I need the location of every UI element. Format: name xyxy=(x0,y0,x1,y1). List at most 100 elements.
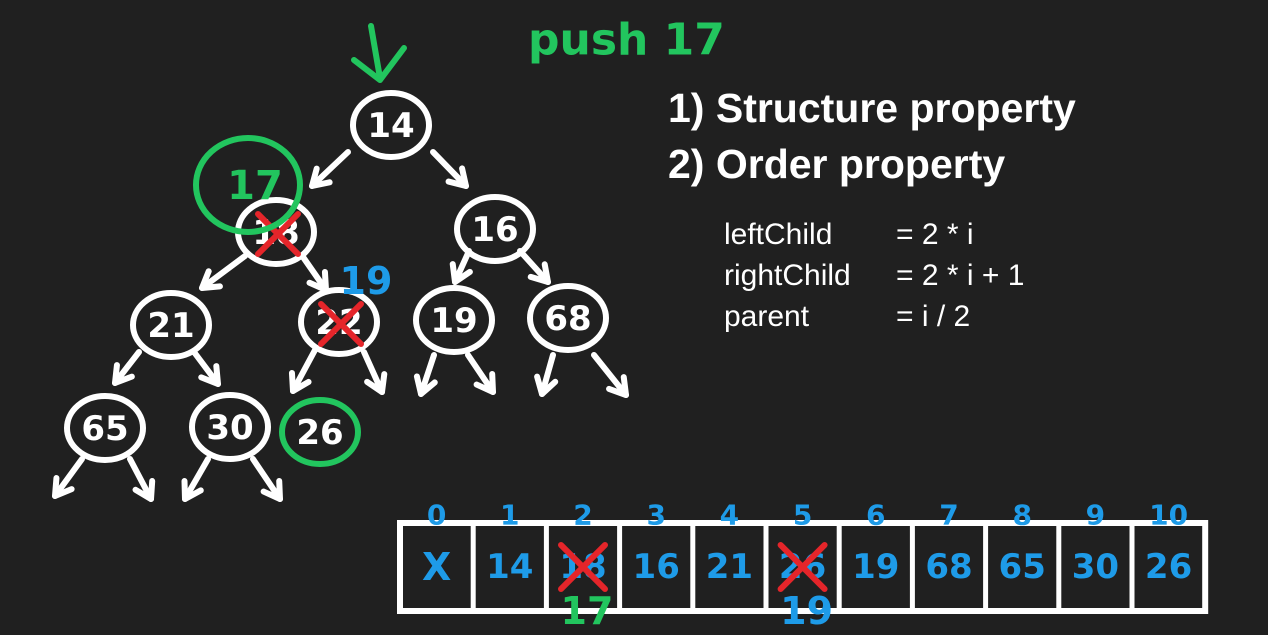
tree-node-circle xyxy=(298,287,380,357)
tree-node-circle xyxy=(527,283,609,353)
tree-node-n68: 68 xyxy=(527,283,609,353)
tree-node-n21: 21 xyxy=(130,290,212,360)
array-index-6: 6 xyxy=(866,499,885,532)
array-cell-value: 30 xyxy=(1072,547,1119,587)
null-child-arrow-1 xyxy=(413,352,438,397)
formula-left-child-name: leftChild xyxy=(724,218,833,251)
formula-right-child-name: rightChild xyxy=(724,259,851,292)
tree-node-circle xyxy=(64,393,146,463)
property-order: 2) Order property xyxy=(668,141,1006,187)
tree-node-cross xyxy=(255,211,301,257)
array-cell-1: 14 xyxy=(486,547,533,587)
tree-node-n22: 2219 xyxy=(298,259,392,357)
array-cell-value: 19 xyxy=(852,547,899,587)
edge-18-22 xyxy=(300,254,329,293)
array-index-9: 9 xyxy=(1086,499,1105,532)
null-child-arrow-7 xyxy=(181,456,211,502)
tree-node-label: 68 xyxy=(544,299,591,339)
null-child-arrow-3 xyxy=(534,352,559,397)
array-cell-value: 65 xyxy=(999,547,1046,587)
array-index-10: 10 xyxy=(1149,499,1188,532)
edge-21-65 xyxy=(112,349,142,386)
array-cell-4: 21 xyxy=(706,547,753,587)
tree-node-circle xyxy=(189,392,271,462)
edge-14-18 xyxy=(309,149,351,189)
array-cell-10: 26 xyxy=(1145,547,1192,587)
array-cell-value: 14 xyxy=(486,547,533,587)
array-cell-value: 21 xyxy=(706,547,753,587)
formula-parent-name: parent xyxy=(724,300,810,333)
array-index-8: 8 xyxy=(1012,499,1031,532)
tree-node-circle xyxy=(279,397,361,467)
tree-node-n18: 1817 xyxy=(193,135,317,267)
tree-node-circle xyxy=(350,90,432,160)
array-cell-value: 68 xyxy=(925,547,972,587)
formula-left-child-expr: = 2 * i xyxy=(896,218,974,251)
tree-node-label: 26 xyxy=(296,413,343,453)
tree-node-label: 21 xyxy=(147,306,194,346)
null-child-arrow-8 xyxy=(250,456,283,502)
index-formulas: leftChild = 2 * i rightChild = 2 * i + 1… xyxy=(724,214,1024,337)
edge-21-30 xyxy=(191,349,221,387)
array-index-1: 1 xyxy=(500,499,519,532)
tree-node-circle xyxy=(130,290,212,360)
null-child-arrow-6 xyxy=(127,456,156,502)
tree-node-circle xyxy=(413,285,495,355)
null-child-arrow-4 xyxy=(591,352,629,398)
tree-node-n16: 16 xyxy=(454,194,536,264)
tree-node-circle xyxy=(454,194,536,264)
tree-node-replacement: 17 xyxy=(227,163,283,209)
array-index-4: 4 xyxy=(720,499,739,532)
array-cell-0: X xyxy=(422,545,451,589)
array-index-7: 7 xyxy=(939,499,958,532)
array-cell-replacement: 19 xyxy=(780,589,833,633)
tree-node-label: 19 xyxy=(430,301,477,341)
edge-16-19 xyxy=(449,248,473,285)
annotations: push 17 xyxy=(351,15,725,83)
formula-parent: parent = i / 2 xyxy=(724,296,1024,337)
array-cell-9: 30 xyxy=(1072,547,1119,587)
array-cell-value: X xyxy=(422,545,451,589)
push-arrow xyxy=(351,23,407,83)
null-child-arrow-5 xyxy=(52,456,85,499)
formula-left-child: leftChild = 2 * i xyxy=(724,214,1024,255)
array-index-3: 3 xyxy=(646,499,665,532)
tree-edges xyxy=(52,149,629,502)
array-index-5: 5 xyxy=(793,499,812,532)
null-child-arrow-2 xyxy=(465,352,496,395)
tree-node-n19: 19 xyxy=(413,285,495,355)
tree-node-label: 14 xyxy=(367,106,414,146)
formula-right-child-expr: = 2 * i + 1 xyxy=(896,259,1025,292)
null-child-arrow-0 xyxy=(361,349,388,395)
array-cell-replacement: 17 xyxy=(561,589,614,633)
tree-nodes: 14 1817 16 21 2219 19 68 65 30 26 xyxy=(64,90,609,467)
array-cell-cross xyxy=(777,542,828,592)
edge-18-21 xyxy=(199,253,248,291)
array-cell-6: 19 xyxy=(852,547,899,587)
heap-array: 012345678910X141817162126191968653026 xyxy=(397,499,1209,633)
array-frame xyxy=(397,520,1209,614)
tree-node-n26: 26 xyxy=(279,397,361,467)
array-cell-7: 68 xyxy=(925,547,972,587)
array-cell-5: 2619 xyxy=(777,542,833,633)
edge-16-68 xyxy=(517,248,551,285)
tree-node-cross xyxy=(318,301,364,347)
tree-node-n30: 30 xyxy=(189,392,271,462)
array-cell-3: 16 xyxy=(633,547,680,587)
push-annotation: push 17 xyxy=(528,15,725,66)
property-structure: 1) Structure property xyxy=(668,85,1076,131)
replacement-circle xyxy=(193,135,303,235)
tree-node-label: 16 xyxy=(471,210,518,250)
tree-node-label: 65 xyxy=(81,409,128,449)
formula-parent-expr: = i / 2 xyxy=(896,300,971,333)
array-cell-8: 65 xyxy=(999,547,1046,587)
tree-node-n14: 14 xyxy=(350,90,432,160)
edge-22-26 xyxy=(288,347,318,394)
array-cell-value: 26 xyxy=(1145,547,1192,587)
array-cell-2: 1817 xyxy=(558,542,614,633)
edge-14-16 xyxy=(430,149,469,189)
formula-right-child: rightChild = 2 * i + 1 xyxy=(724,255,1024,296)
tree-node-n65: 65 xyxy=(64,393,146,463)
array-cell-cross xyxy=(558,542,608,592)
